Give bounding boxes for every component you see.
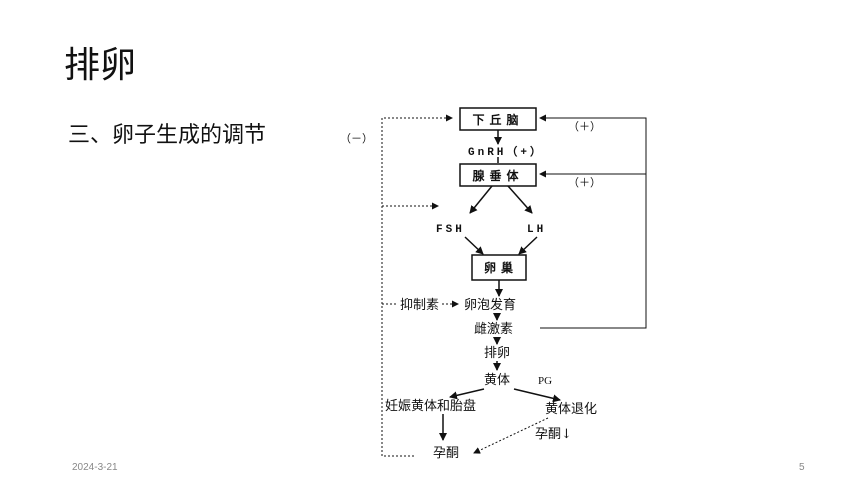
slide-title: 排卵 bbox=[64, 45, 137, 86]
ovary-label: 卵巢 bbox=[484, 260, 518, 275]
pituitary-label: 腺垂体 bbox=[472, 168, 523, 183]
pregnancy-label: 妊娠黄体和胎盘 bbox=[385, 398, 476, 414]
ovary-box bbox=[471, 254, 527, 281]
negative-feedback-label: （－） bbox=[340, 132, 373, 145]
arrow-pituitary-lh bbox=[507, 185, 533, 214]
arrow-corpus-regression bbox=[513, 388, 561, 403]
inhibin-label: 抑制素 bbox=[400, 298, 439, 313]
ovulation-label: 排卵 bbox=[484, 346, 510, 361]
lh-label: LH bbox=[527, 224, 546, 236]
dotted-regression-progesterone bbox=[473, 417, 549, 454]
slide-date: 2024-3-21 bbox=[72, 462, 118, 473]
pg-label: PG bbox=[538, 375, 552, 387]
progesterone-down-label: 孕酮↓ bbox=[535, 427, 572, 442]
gnrh-label: GnRH（+） bbox=[468, 145, 544, 159]
follicle-label: 卵泡发育 bbox=[464, 297, 516, 313]
arrow-pituitary-fsh bbox=[469, 185, 493, 214]
estrogen-label: 雌激素 bbox=[474, 321, 513, 337]
positive-feedback-estrogen-line bbox=[539, 114, 647, 329]
positive-feedback-label-pituitary: （＋） bbox=[568, 176, 601, 189]
progesterone-label: 孕酮 bbox=[433, 446, 459, 461]
arrow-lh-ovary bbox=[518, 236, 538, 255]
fsh-label: FSH bbox=[436, 224, 465, 236]
slide-subtitle: 三、卵子生成的调节 bbox=[68, 123, 267, 148]
negative-feedback-progesterone-line bbox=[381, 114, 453, 457]
corpus-luteum-label: 黄体 bbox=[484, 373, 510, 388]
arrow-fsh-ovary bbox=[464, 236, 484, 255]
positive-feedback-label-hypothalamus: （＋） bbox=[568, 120, 601, 133]
arrow-corpus-pregnancy bbox=[449, 388, 485, 400]
regression-label: 黄体退化 bbox=[545, 402, 597, 417]
hypothalamus-label: 下丘脑 bbox=[472, 112, 523, 127]
slide-page-number: 5 bbox=[799, 462, 805, 473]
pituitary-box bbox=[459, 163, 537, 187]
